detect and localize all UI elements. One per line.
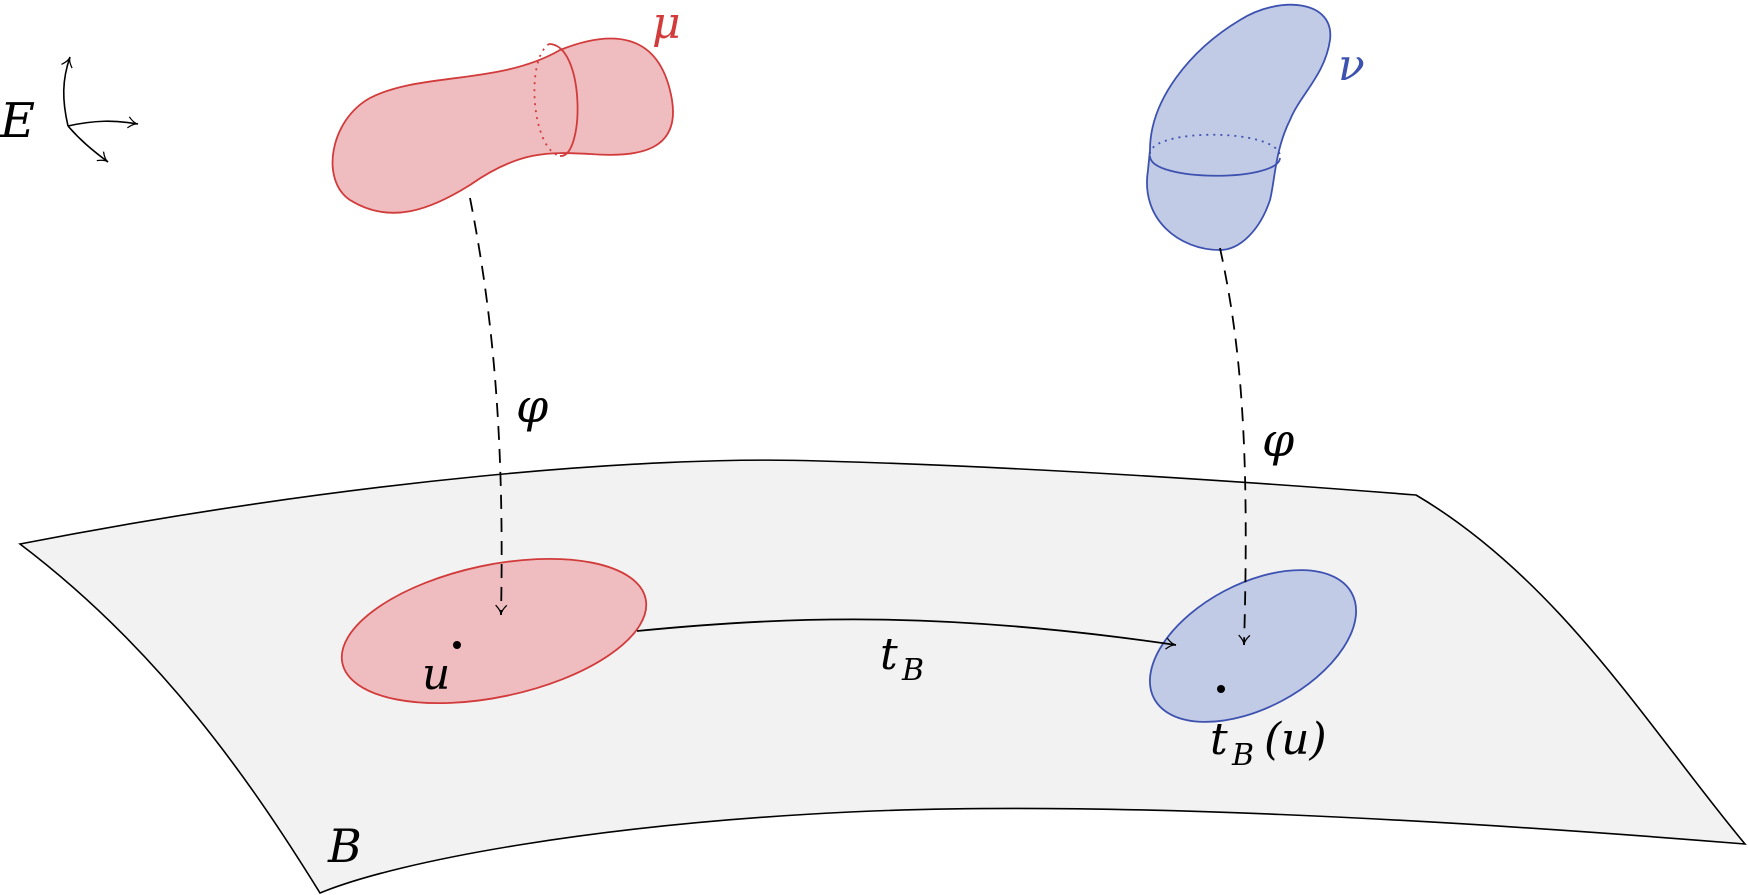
mu-cross-section-front xyxy=(548,43,579,157)
mu-measure-shape xyxy=(331,37,674,214)
svg-text:t: t xyxy=(880,629,898,680)
svg-text:B: B xyxy=(901,653,924,688)
svg-text:t: t xyxy=(1210,714,1228,765)
mu-cross-section-back xyxy=(533,43,561,157)
nu-cross-section-back xyxy=(1149,133,1281,157)
label-nu: ν xyxy=(1338,40,1365,91)
label-phi-left: φ xyxy=(516,379,549,433)
svg-text:B: B xyxy=(1231,738,1254,773)
label-E: E xyxy=(0,93,35,149)
mu-base-region xyxy=(340,557,648,705)
label-B: B xyxy=(327,819,362,873)
nu-cross-section-front xyxy=(1149,155,1281,177)
fiber-axes-icon xyxy=(61,56,139,163)
projection-arrow-right xyxy=(1219,247,1251,646)
point-u-dot xyxy=(453,641,461,649)
point-tBu-dot xyxy=(1217,685,1225,693)
label-phi-right: φ xyxy=(1262,413,1295,467)
nu-measure-shape xyxy=(1146,3,1331,251)
label-image-point: t B (u) xyxy=(1210,714,1327,773)
label-u: u xyxy=(422,649,450,700)
svg-text:(u): (u) xyxy=(1264,714,1327,765)
transport-arrow xyxy=(636,618,1177,650)
base-manifold xyxy=(18,459,1747,894)
nu-base-region xyxy=(1149,569,1357,723)
label-mu: μ xyxy=(652,0,681,49)
label-transport-map: t B xyxy=(880,629,924,688)
